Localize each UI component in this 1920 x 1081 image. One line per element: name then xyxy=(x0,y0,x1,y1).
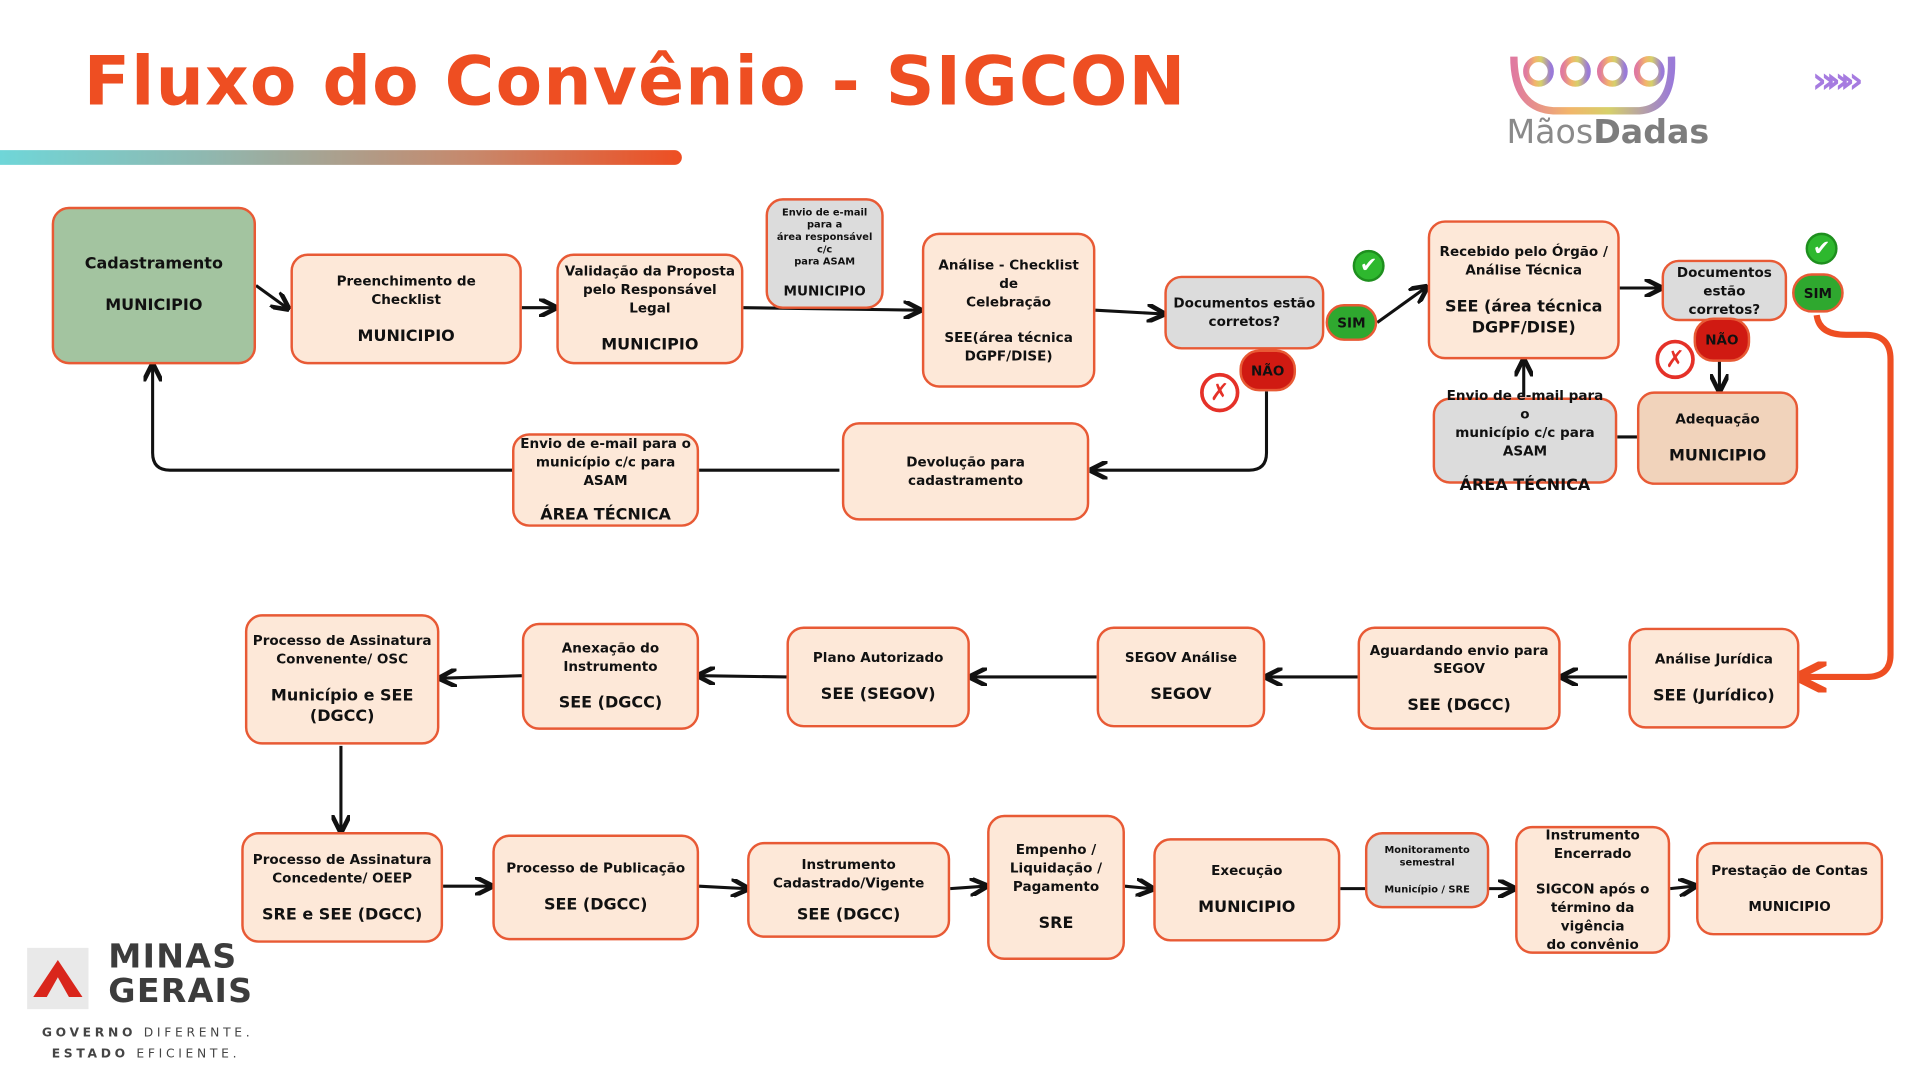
node-prestacao: Prestação de Contas MUNICIPIO xyxy=(1696,841,1884,936)
arrow-analise-to-docs1 xyxy=(1095,310,1161,314)
decision-2-sim: SIM xyxy=(1792,273,1844,313)
arrow-instrumento-to-empenho xyxy=(950,886,984,888)
node-assinatura-concedente: Processo de Assinatura Concedente/ OEEP … xyxy=(241,832,444,943)
check-circle-icon: ✔ xyxy=(1805,232,1838,265)
node-envio-municipio-1: Envio de e-mail para o município c/c par… xyxy=(512,433,700,527)
node-adequacao: Adequação MUNICIPIO xyxy=(1636,391,1799,485)
arrow-publicacao-to-instrumento xyxy=(699,886,746,888)
node-devolucao: Devolução para cadastramento xyxy=(841,422,1090,521)
arrow-cad-to-preench xyxy=(255,284,287,308)
triangle-emblem-icon xyxy=(27,947,89,1010)
decision-documentos-1: Documentos estão corretos? xyxy=(1164,275,1325,350)
node-validacao: Validação da Proposta pelo Responsável L… xyxy=(556,253,744,365)
node-plano-autorizado: Plano Autorizado SEE (SEGOV) xyxy=(786,626,970,728)
arrow-envio1-to-cadastramento xyxy=(153,367,513,472)
tagline-estado: ESTADO EFICIENTE. xyxy=(51,1047,241,1061)
decision-documentos-2: Documentos estão corretos? xyxy=(1661,259,1788,322)
x-circle-icon: ✗ xyxy=(1200,372,1240,413)
arrow-anexacao-to-convenente xyxy=(442,676,522,678)
node-envio-asam: Envio de e-mail para a área responsável … xyxy=(765,198,884,309)
node-envio-municipio-2: Envio de e-mail para o município c/c par… xyxy=(1432,387,1618,494)
minas-gerais-wordmark: MINAS GERAIS xyxy=(108,937,254,1011)
node-recebido: Recebido pelo Órgão / Análise Técnica SE… xyxy=(1427,220,1620,360)
node-anexacao: Anexação do Instrumento SEE (DGCC) xyxy=(521,622,700,730)
node-segov-analise: SEGOV Análise SEGOV xyxy=(1096,626,1266,728)
arrow-plano-to-anexacao xyxy=(700,676,787,677)
node-assinatura-convenente: Processo de Assinatura Convenente/ OSC M… xyxy=(244,614,440,745)
node-empenho: Empenho / Liquidação / Pagamento SRE xyxy=(987,814,1125,961)
arrow-nao1-to-devolucao xyxy=(1093,391,1269,470)
node-publicacao: Processo de Publicação SEE (DGCC) xyxy=(492,834,700,941)
arrow-empenho-to-execucao xyxy=(1124,886,1151,888)
check-circle-icon: ✔ xyxy=(1352,249,1385,282)
decision-1-sim: SIM xyxy=(1325,304,1378,341)
x-circle-icon: ✗ xyxy=(1655,339,1695,380)
tagline-governo: GOVERNO DIFERENTE. xyxy=(41,1026,254,1041)
page-title: Fluxo do Convênio - SIGCON xyxy=(83,41,1187,121)
node-execucao: Execução MUNICIPIO xyxy=(1153,838,1341,942)
decision-1-nao: NÃO xyxy=(1239,349,1297,392)
node-encerrado: Instrumento Encerrado SIGCON após o térm… xyxy=(1515,825,1671,954)
node-analise-checklist: Análise - Checklist de Celebração SEE(ár… xyxy=(921,232,1096,388)
maos-dadas-wordmark: MãosDadas xyxy=(1506,113,1710,152)
node-cadastramento: Cadastramento MUNICIPIO xyxy=(51,206,257,365)
hands-logo-icon xyxy=(1510,56,1676,115)
title-underline xyxy=(0,150,682,165)
arrow-sim2-to-juridica xyxy=(1802,314,1894,677)
node-instrumento-cadastrado: Instrumento Cadastrado/Vigente SEE (DGCC… xyxy=(747,841,951,938)
node-preenchimento: Preenchimento de Checklist MUNICIPIO xyxy=(290,253,522,365)
arrow-encerrado-to-prestacao xyxy=(1670,886,1693,888)
node-monitoramento: Monitoramento semestral Município / SRE xyxy=(1364,832,1490,909)
decision-2-nao: NÃO xyxy=(1693,317,1751,362)
node-aguardando: Aguardando envio para SEGOV SEE (DGCC) xyxy=(1357,626,1561,730)
arrow-sim-to-recebido xyxy=(1376,288,1425,324)
node-analise-juridica: Análise Jurídica SEE (Jurídico) xyxy=(1628,627,1800,729)
